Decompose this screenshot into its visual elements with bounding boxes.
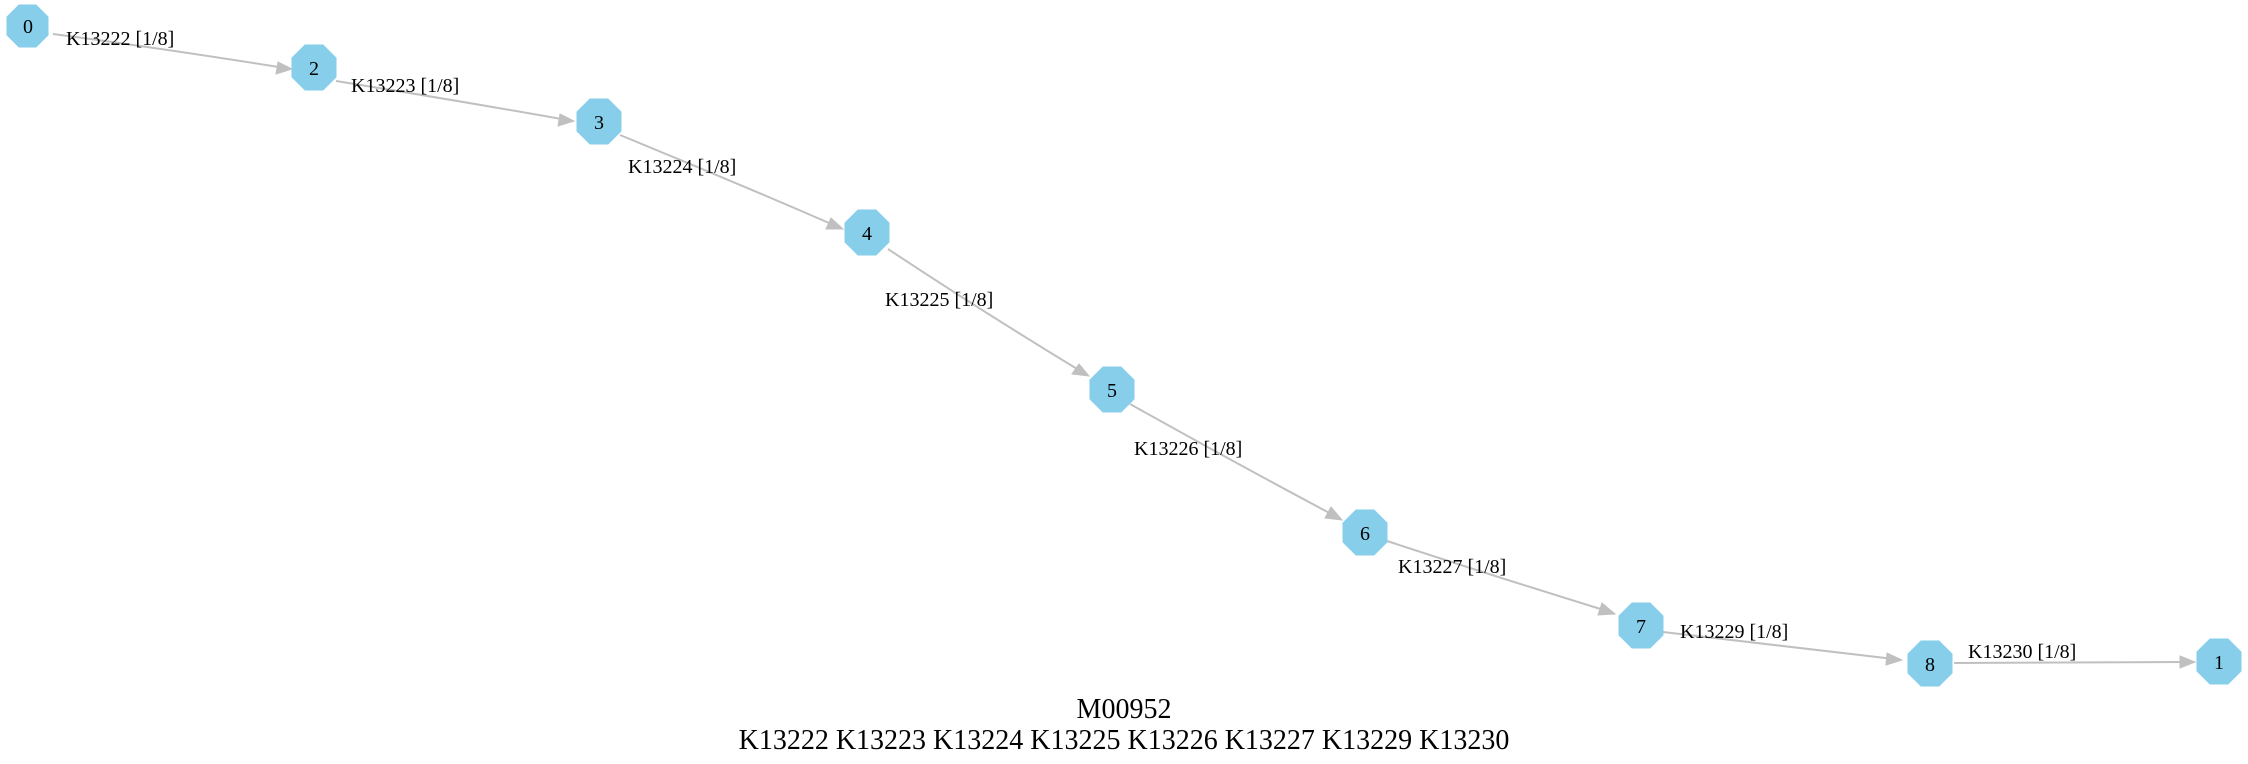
octagon-node-shape (291, 44, 337, 91)
node-label: 4 (862, 223, 872, 245)
node-label: 2 (309, 58, 319, 80)
node-label: 8 (1925, 654, 1935, 676)
edge-4-5: K13225 [1/8] (885, 248, 1091, 377)
node-6: 6 (1342, 509, 1388, 556)
node-7: 7 (1618, 602, 1664, 649)
edge-arrowhead (275, 61, 294, 75)
edge-label: K13230 [1/8] (1968, 641, 2076, 663)
node-label: 7 (1636, 616, 1646, 638)
edge-arrowhead (825, 217, 845, 230)
octagon-node-shape (2196, 638, 2242, 685)
edge-line (52, 33, 286, 69)
ko-list-subtitle: K13222 K13223 K13224 K13225 K13226 K1322… (739, 725, 1510, 756)
node-label: 3 (594, 112, 604, 134)
edge-arrowhead (1885, 652, 1904, 666)
octagon-node-shape (576, 98, 622, 145)
octagon-node-shape (1342, 509, 1388, 556)
octagon-node-shape (844, 209, 890, 256)
edge-line (887, 248, 1083, 373)
edge-line (1386, 540, 1608, 612)
edge-6-7: K13227 [1/8] (1386, 540, 1617, 616)
node-label: 6 (1360, 523, 1370, 545)
edge-line (1129, 403, 1336, 517)
octagon-node-shape (1907, 640, 1953, 687)
graph-caption: M00952 K13222 K13223 K13224 K13225 K1322… (739, 694, 1510, 756)
edge-line (1953, 661, 2188, 664)
edge-7-8: K13229 [1/8] (1662, 621, 1904, 666)
node-label: 0 (23, 16, 33, 38)
edge-3-4: K13224 [1/8] (619, 134, 845, 230)
node-0: 0 (6, 4, 49, 48)
node-8: 8 (1907, 640, 1953, 687)
node-2: 2 (291, 44, 337, 91)
edge-label: K13223 [1/8] (351, 75, 459, 97)
edge-arrowhead (1597, 602, 1617, 616)
octagon-node-shape (1618, 602, 1664, 649)
edge-arrowhead (2179, 655, 2197, 669)
edge-label: K13222 [1/8] (66, 28, 174, 50)
edge-line (335, 80, 568, 121)
edge-label: K13229 [1/8] (1680, 621, 1788, 643)
octagon-node-shape (6, 4, 49, 48)
edge-arrowhead (1324, 506, 1344, 521)
edge-label: K13224 [1/8] (628, 156, 736, 178)
nodes-layer: 0 2 3 4 5 6 7 8 (6, 4, 2242, 687)
edge-2-3: K13223 [1/8] (335, 75, 576, 127)
node-4: 4 (844, 209, 890, 256)
node-1: 1 (2196, 638, 2242, 685)
edge-arrowhead (1071, 363, 1091, 377)
octagon-node-shape (1089, 366, 1135, 413)
edges-layer: K13222 [1/8] K13223 [1/8] K13224 [1/8] K… (52, 28, 2197, 669)
edge-label: K13225 [1/8] (885, 289, 993, 311)
edge-label: K13227 [1/8] (1398, 556, 1506, 578)
edge-8-1: K13230 [1/8] (1953, 641, 2197, 669)
edge-0-2: K13222 [1/8] (52, 28, 294, 75)
edge-5-6: K13226 [1/8] (1129, 403, 1344, 521)
node-5: 5 (1089, 366, 1135, 413)
node-label: 5 (1107, 380, 1117, 402)
edge-line (1662, 631, 1895, 660)
module-id-title: M00952 (1077, 694, 1172, 725)
edge-label: K13226 [1/8] (1134, 438, 1242, 460)
node-label: 1 (2214, 652, 2224, 674)
node-3: 3 (576, 98, 622, 145)
edge-line (619, 134, 837, 227)
edge-arrowhead (557, 113, 576, 127)
